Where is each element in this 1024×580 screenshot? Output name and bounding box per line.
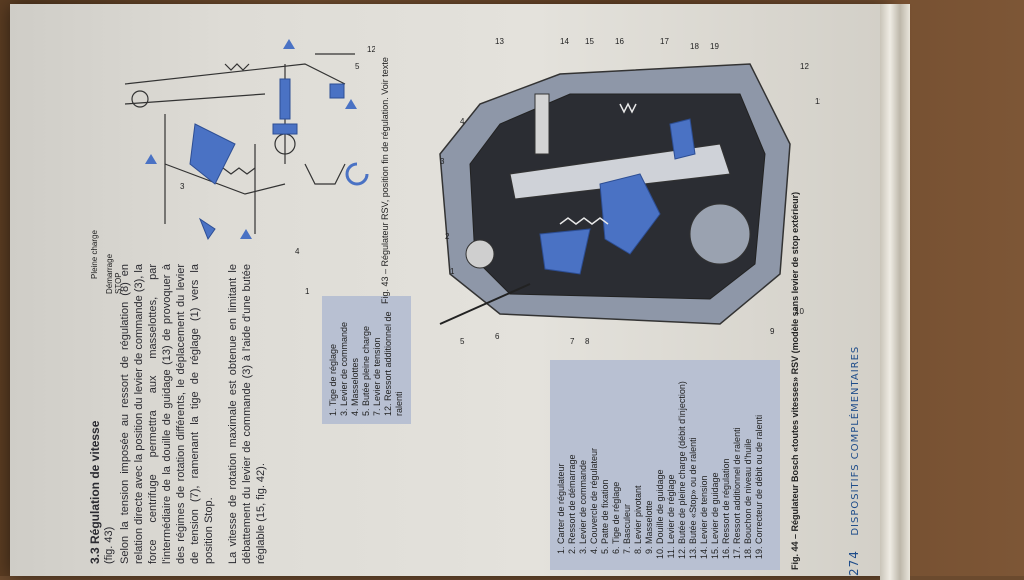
page-stack-edge xyxy=(880,4,910,580)
fig44-legend-item: Butée «Stop» ou de ralenti xyxy=(688,368,699,544)
fig44-legend-item: Butée de pleine charge (débit d'injectio… xyxy=(677,368,688,544)
fig44-legend-item: Patte de fixation xyxy=(600,368,611,544)
governor-schematic-small: 12 5 3 4 1 xyxy=(124,39,375,294)
fig44-legend-item: Levier de réglage xyxy=(666,368,677,544)
fig43-callout: 13 xyxy=(495,37,504,46)
callout-12: 12 xyxy=(367,45,375,54)
book-page: 3.3 Régulation de vitesse (fig. 43) Selo… xyxy=(10,4,882,576)
page-number: 274 xyxy=(847,550,861,576)
label-stop: STOP xyxy=(114,272,123,294)
section-figure-ref: (fig. 43) xyxy=(103,526,115,564)
fig43-callout: 6 xyxy=(495,332,500,341)
fig44-legend-item: Masselotte xyxy=(644,368,655,544)
fig43-callout: 3 xyxy=(440,157,445,166)
fig43-callout: 7 xyxy=(570,337,575,346)
callout-3: 3 xyxy=(180,182,185,191)
fig44-legend-item: Ressort de régulation xyxy=(721,368,732,544)
fig43-callout: 10 xyxy=(795,307,804,316)
fig43-callout: 17 xyxy=(660,37,669,46)
paragraph-1: Selon la tension imposée au ressort de r… xyxy=(119,264,215,564)
fig43-callout: 12 xyxy=(800,62,809,71)
small-legend-item: 7. Levier de tension xyxy=(372,337,382,416)
fig44-legend-item: Carter de régulateur xyxy=(556,368,567,544)
fig43-callout: 4 xyxy=(460,117,465,126)
callout-4: 4 xyxy=(295,247,300,256)
section-text: 3.3 Régulation de vitesse (fig. 43) Selo… xyxy=(88,264,268,564)
fig44-caption: Fig. 44 – Régulateur Bosch «toutes vites… xyxy=(790,191,800,570)
fig43-callout: 19 xyxy=(710,42,719,51)
callout-1: 1 xyxy=(305,287,310,294)
running-head: DISPOSITIFS COMPLÉMENTAIRES xyxy=(850,345,861,536)
fig44-legend-item: Bouchon de niveau d'huile xyxy=(743,368,754,544)
fig44-legend-item: Correcteur de débit ou de ralenti xyxy=(754,368,765,544)
open-book: 3.3 Régulation de vitesse (fig. 43) Selo… xyxy=(10,4,910,580)
section-title: 3.3 Régulation de vitesse xyxy=(88,420,102,564)
fig43-callout: 8 xyxy=(585,337,590,346)
callout-5: 5 xyxy=(355,62,360,71)
fig44-legend-item: Basculeur xyxy=(622,368,633,544)
fig43-callout: 9 xyxy=(770,327,775,336)
fig43-callout: 18 xyxy=(690,42,699,51)
small-legend-item: 1. Tige de réglage xyxy=(328,343,338,416)
label-pleine-charge: Pleine charge xyxy=(90,230,99,279)
fig44-legend-item: Ressort de démarrage xyxy=(567,368,578,544)
paragraph-2: La vitesse de rotation maximale est obte… xyxy=(227,264,267,564)
fig44-legend-item: Douille de guidage xyxy=(655,368,666,544)
fig44-legend-item: Levier de commande xyxy=(578,368,589,544)
label-demarrage: Démarrage xyxy=(105,253,114,294)
fig43-callout: 16 xyxy=(615,37,624,46)
fig43-callout: 15 xyxy=(585,37,594,46)
small-legend-item: 12. Ressort additionnel de ralenti xyxy=(383,311,404,416)
fig44-legend-item: Tige de réglage xyxy=(611,368,622,544)
fig44-legend-item: Levier de tension xyxy=(699,368,710,544)
fig43-callout: 11 xyxy=(815,97,820,106)
fig44-legend-item: Levier de guidage xyxy=(710,368,721,544)
fig44-legend-item: Ressort additionnel de ralenti xyxy=(732,368,743,544)
governor-cutaway-fig43: 12345678910111213141516171819 xyxy=(439,37,820,346)
fig44-legend: Carter de régulateurRessort de démarrage… xyxy=(550,360,780,570)
fig43-callout: 1 xyxy=(450,267,455,276)
label-stack: Démarrage STOP xyxy=(105,224,123,294)
small-legend-item: 3. Levier de commande xyxy=(339,321,349,416)
fig43-callout: 14 xyxy=(560,37,569,46)
fig43-callout: 2 xyxy=(445,232,450,241)
fig43-callout: 5 xyxy=(460,337,465,346)
small-figure-labels: Pleine charge xyxy=(90,209,99,279)
fig44-legend-item: Couvercle de régulateur xyxy=(589,368,600,544)
fig43-caption: Fig. 43 – Régulateur RSV, position fin d… xyxy=(380,57,390,304)
fig44-legend-item: Levier pivotant xyxy=(633,368,644,544)
small-legend-item: 4. Masselottes xyxy=(350,357,360,416)
small-legend-item: 5. Butée pleine charge xyxy=(361,325,371,416)
page-footer: 274 DISPOSITIFS COMPLÉMENTAIRES xyxy=(845,276,863,576)
